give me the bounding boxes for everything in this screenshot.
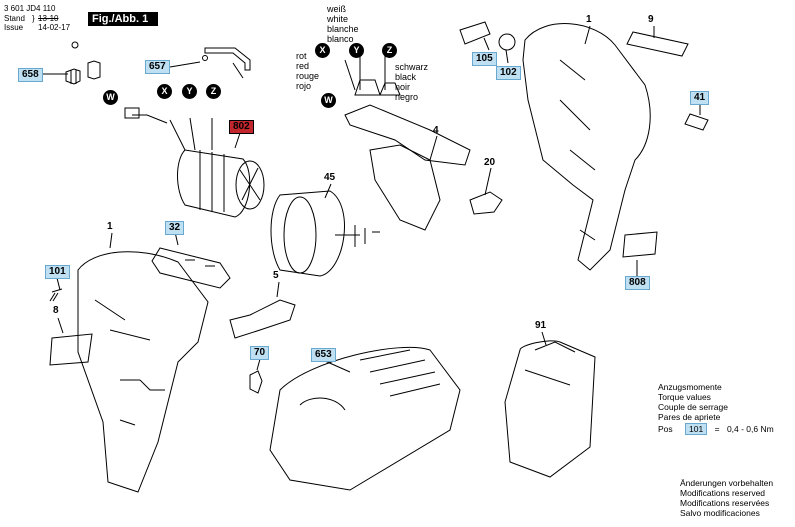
part-label-802[interactable]: 802: [229, 120, 254, 134]
housing-right-1: [522, 23, 651, 271]
bracket-657: [204, 47, 251, 79]
part-label-41[interactable]: 41: [690, 91, 710, 105]
part-label-102[interactable]: 102: [496, 66, 521, 80]
switch-body-4: [369, 144, 441, 231]
part-label-1-left[interactable]: 1: [107, 221, 113, 232]
part-70: [249, 370, 263, 394]
part-label-20[interactable]: 20: [484, 157, 496, 168]
part-label-32[interactable]: 32: [165, 221, 185, 235]
direction-switch-20: [469, 191, 503, 215]
part-label-8[interactable]: 8: [53, 305, 59, 316]
leader-105: [483, 37, 490, 51]
leader-657: [169, 61, 201, 68]
stand-label: Stand: [4, 14, 25, 23]
part-label-101[interactable]: 101: [45, 265, 70, 279]
part-label-658[interactable]: 658: [18, 68, 43, 82]
part-label-45[interactable]: 45: [324, 172, 336, 183]
part-label-4[interactable]: 4: [433, 125, 439, 136]
gearbox-shaft: [335, 225, 380, 247]
plug-w: [124, 107, 140, 119]
part-label-808[interactable]: 808: [625, 276, 650, 290]
part-label-1-top[interactable]: 1: [586, 14, 592, 25]
torque-values: Anzugsmomente Torque values Couple de se…: [658, 382, 774, 435]
leader-1-top: [584, 25, 591, 45]
doc-number: 3 601 JD4 110: [4, 4, 56, 13]
switch-wires: [344, 55, 386, 91]
modification-notes: Änderungen vorbehalten Modifications res…: [680, 478, 774, 518]
part-label-9[interactable]: 9: [648, 14, 654, 25]
issue-value: 14-02-17: [38, 23, 71, 32]
gearbox-45: [270, 190, 345, 277]
switch-pcb-4: [344, 104, 471, 166]
torque-pos-value[interactable]: 101: [685, 423, 708, 435]
wire-marker-w-top: W: [321, 93, 336, 108]
leader-102: [505, 49, 509, 64]
label-41: [684, 113, 709, 131]
torque-eq: =: [714, 424, 720, 434]
screw-657: [202, 55, 208, 61]
torque-pos-label: Pos: [658, 424, 673, 434]
part-105: [459, 21, 491, 45]
figure-title: Fig./Abb. 1: [88, 12, 158, 26]
leader-5: [276, 281, 280, 298]
part-5: [229, 299, 296, 339]
charger-653: [269, 346, 461, 491]
wire-marker-y-motor: Y: [182, 84, 197, 99]
leader-8: [57, 317, 64, 334]
leader-20: [484, 167, 492, 196]
leader-101: [56, 277, 61, 291]
motor-fan: [235, 160, 265, 210]
part-label-70[interactable]: 70: [250, 346, 270, 360]
wire-marker-z-motor: Z: [206, 84, 221, 99]
part-label-91[interactable]: 91: [535, 320, 547, 331]
wire-label-left: rot red rouge rojo: [296, 51, 320, 91]
leader-70: [256, 358, 261, 371]
part-label-5[interactable]: 5: [273, 270, 279, 281]
connector-block-658: [65, 68, 81, 85]
connector-block-658b: [87, 60, 101, 80]
label-808: [622, 231, 658, 258]
leader-91: [541, 331, 547, 346]
motor-802: [177, 149, 251, 218]
wire-marker-w-motor: W: [103, 90, 118, 105]
part-32: [151, 247, 231, 289]
part-102: [498, 33, 516, 51]
part-label-105[interactable]: 105: [472, 52, 497, 66]
leader-802: [234, 132, 241, 149]
label-9: [626, 31, 689, 57]
wire-marker-x-motor: X: [157, 84, 172, 99]
wire-label-top: weiß white blanche blanco: [327, 4, 359, 44]
part-label-657[interactable]: 657: [145, 60, 170, 74]
wire-marker-y-top: Y: [349, 43, 364, 58]
battery-91: [504, 340, 596, 478]
screw-101: [49, 288, 63, 302]
part-label-653[interactable]: 653: [311, 348, 336, 362]
motor-wires: [132, 114, 213, 151]
stand-brace: }: [32, 14, 35, 23]
torque-value: 0,4 - 0,6 Nm: [726, 424, 774, 434]
housing-left-1: [77, 251, 209, 493]
wire-marker-z-top: Z: [382, 43, 397, 58]
leader-1-left: [109, 232, 113, 249]
issue-label: Issue: [4, 23, 24, 32]
leader-4: [429, 135, 438, 161]
screw-658: [71, 41, 79, 49]
wire-label-right: schwarz black noir negro: [395, 62, 429, 102]
wire-marker-x-top: X: [315, 43, 330, 58]
label-8: [49, 333, 93, 366]
stand-value: 13-10: [38, 14, 59, 23]
